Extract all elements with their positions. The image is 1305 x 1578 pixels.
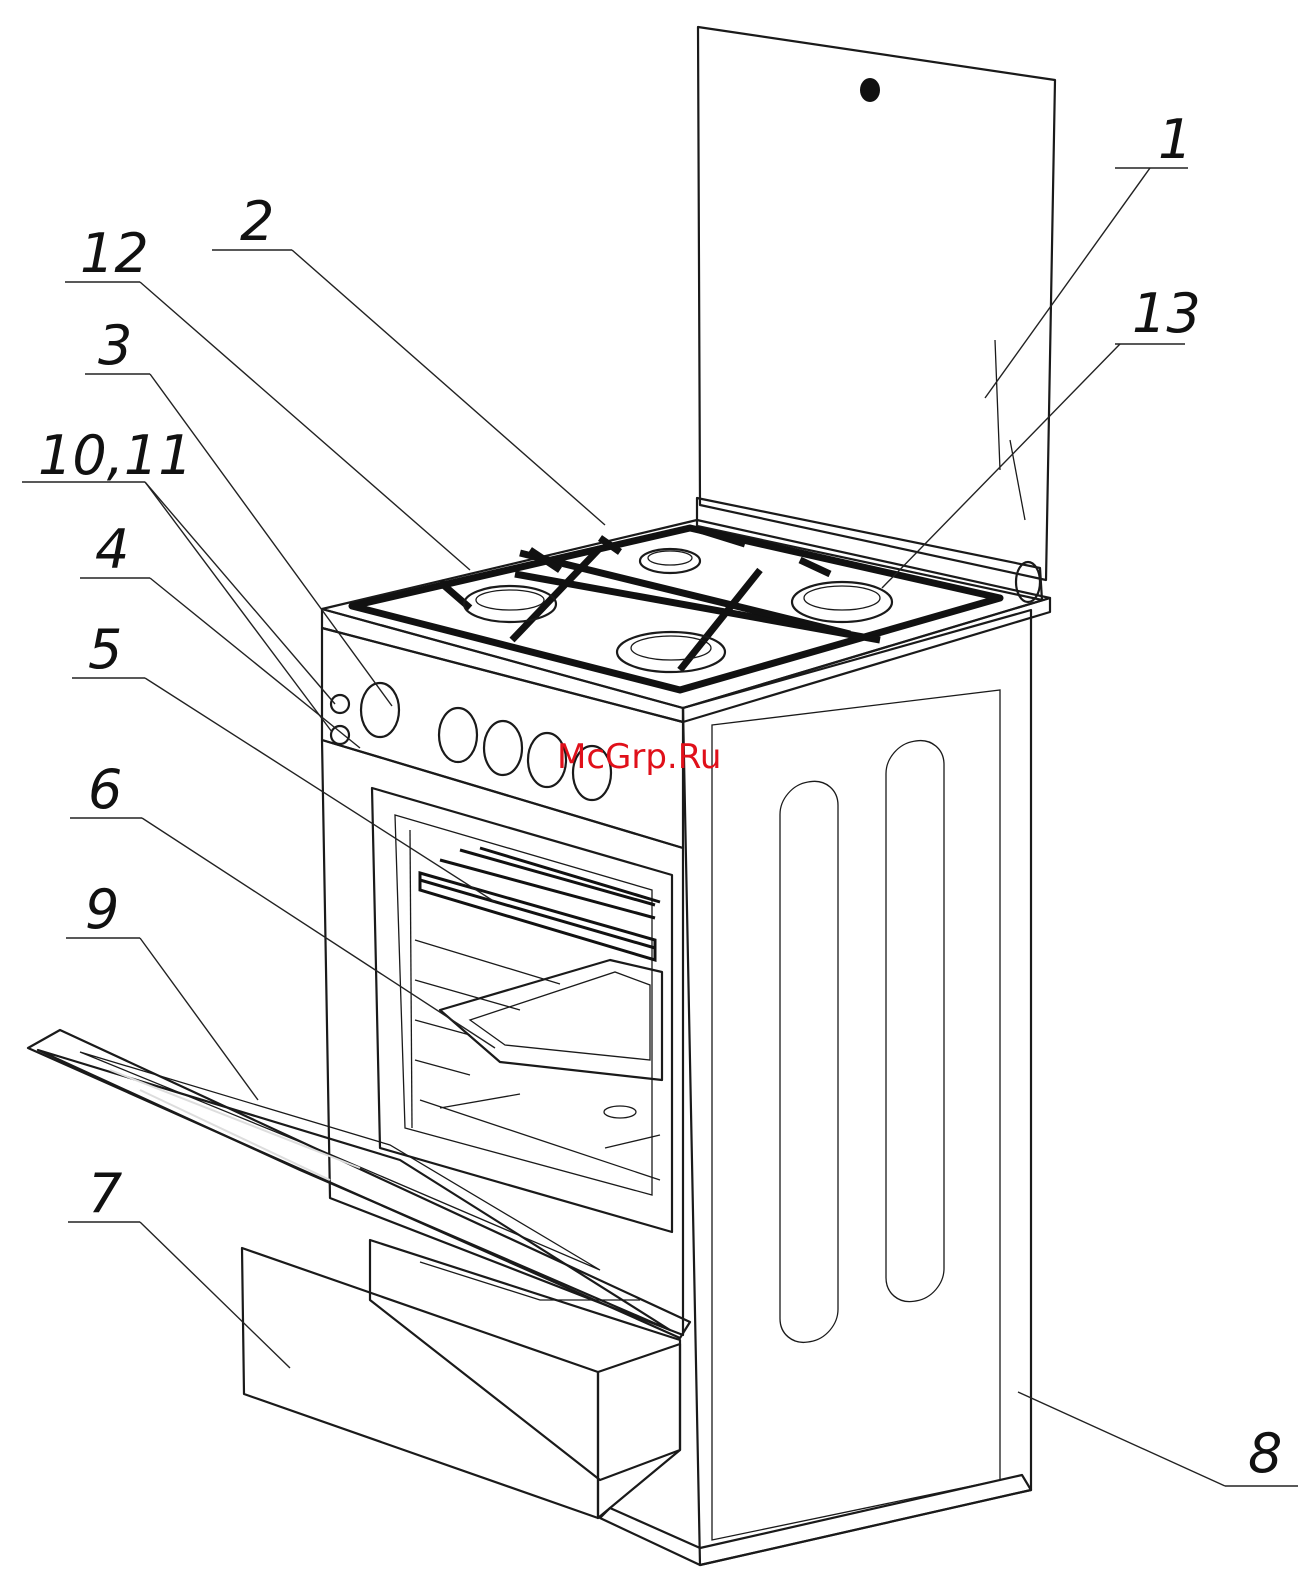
callout-7: 7 [68,1162,290,1368]
callout-label-13: 13 [1132,282,1201,345]
callout-10-11: 10,11 [22,424,335,732]
callout-8: 8 [1018,1392,1298,1486]
oven-rails [415,940,560,1075]
callout-2: 2 [212,190,605,525]
callout-label-1: 1 [1158,108,1192,171]
oven-front [322,740,683,1335]
stove-base [600,1475,1031,1565]
oven-cavity [372,788,672,1232]
callout-1: 1 [985,108,1192,398]
callout-label-8: 8 [1248,1422,1282,1485]
oven-door [28,1030,690,1338]
callout-5: 5 [72,618,495,902]
storage-drawer [242,1240,680,1518]
baking-tray [440,960,662,1080]
callout-6: 6 [70,758,495,1048]
callout-label-10-11: 10,11 [38,424,193,487]
callout-label-4: 4 [95,518,129,581]
callout-label-9: 9 [85,878,119,941]
callout-13: 13 [882,282,1201,588]
wire-rack [420,848,660,960]
watermark: McGrp.Ru [557,737,721,777]
oven-floor [420,1094,660,1180]
callout-label-5: 5 [88,618,122,681]
callout-label-6: 6 [88,758,122,821]
callout-label-7: 7 [88,1162,122,1225]
callout-3: 3 [85,314,392,706]
callout-label-2: 2 [240,190,274,253]
callout-label-12: 12 [80,222,149,285]
callout-label-3: 3 [98,314,132,377]
side-panel [683,610,1031,1565]
glass-lid [698,27,1055,580]
